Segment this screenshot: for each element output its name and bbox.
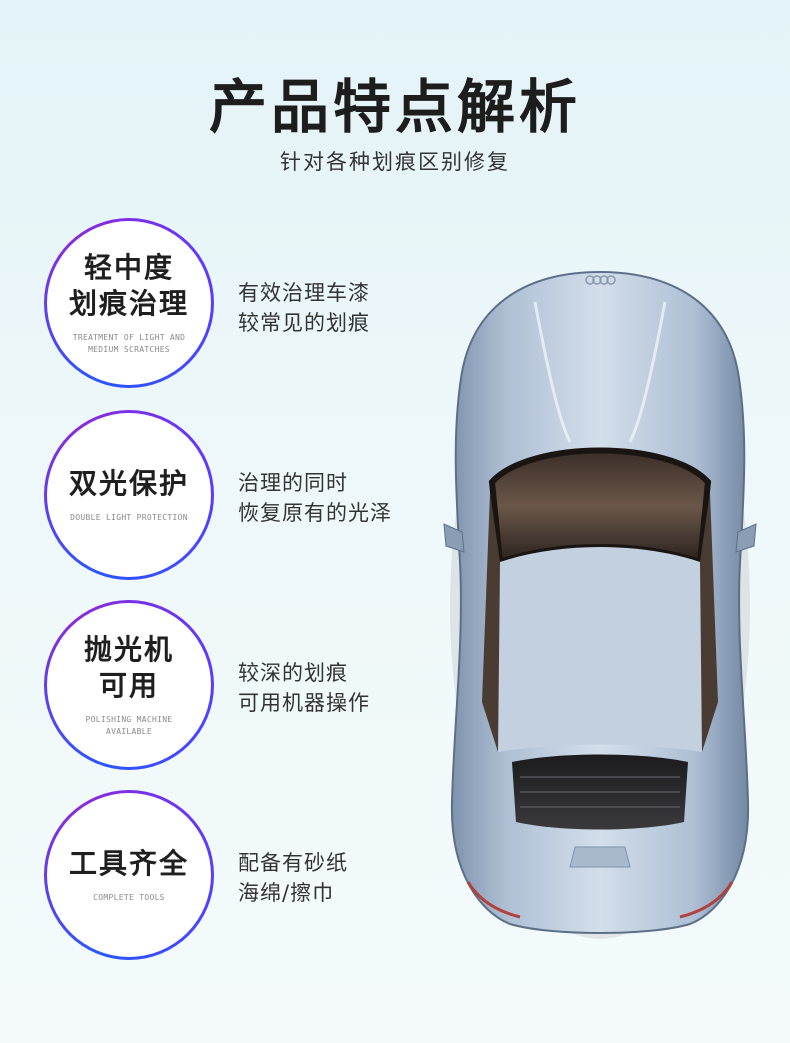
feature-desc-line2: 恢复原有的光泽 (238, 501, 392, 525)
feature-title-line1: 抛光机 (83, 633, 174, 666)
feature-english-line2: AVAILABLE (105, 727, 153, 736)
feature-title-line1: 双光保护 (68, 467, 189, 500)
feature-english-line1: COMPLETE TOOLS (93, 893, 165, 902)
feature-english-line1: DOUBLE LIGHT PROTECTION (70, 513, 188, 522)
feature-desc-line2: 可用机器操作 (238, 691, 370, 715)
feature-desc-line1: 配备有砂纸 (238, 851, 348, 875)
feature-circle: 抛光机 可用 POLISHING MACHINE AVAILABLE (44, 600, 214, 770)
feature-english-line2: MEDIUM SCRATCHES (88, 345, 170, 354)
feature-english-line1: POLISHING MACHINE (85, 715, 173, 724)
feature-circle: 轻中度 划痕治理 TREATMENT OF LIGHT AND MEDIUM S… (44, 218, 214, 388)
page-title: 产品特点解析 (208, 73, 581, 141)
feature-complete-tools: 工具齐全 COMPLETE TOOLS 配备有砂纸 海绵/擦巾 (44, 790, 454, 960)
feature-title-line1: 轻中度 (83, 251, 174, 284)
feature-desc-line1: 治理的同时 (238, 471, 348, 495)
feature-title-line2: 可用 (98, 669, 159, 702)
feature-title-line1: 工具齐全 (68, 847, 189, 880)
feature-desc-line1: 有效治理车漆 (238, 281, 370, 305)
feature-light-scratch: 轻中度 划痕治理 TREATMENT OF LIGHT AND MEDIUM S… (44, 218, 454, 388)
feature-circle: 双光保护 DOUBLE LIGHT PROTECTION (44, 410, 214, 580)
feature-desc-line2: 海绵/擦巾 (238, 881, 335, 905)
feature-double-protection: 双光保护 DOUBLE LIGHT PROTECTION 治理的同时 恢复原有的… (44, 410, 454, 580)
feature-title-line2: 划痕治理 (68, 287, 189, 320)
feature-english-line1: TREATMENT OF LIGHT AND (72, 333, 186, 342)
feature-polisher: 抛光机 可用 POLISHING MACHINE AVAILABLE 较深的划痕… (44, 600, 454, 770)
page-subtitle: 针对各种划痕区别修复 (280, 150, 510, 174)
feature-desc-line2: 较常见的划痕 (238, 311, 370, 335)
feature-circle: 工具齐全 COMPLETE TOOLS (44, 790, 214, 960)
feature-desc-line1: 较深的划痕 (238, 661, 348, 685)
car-top-view-image (443, 270, 757, 939)
